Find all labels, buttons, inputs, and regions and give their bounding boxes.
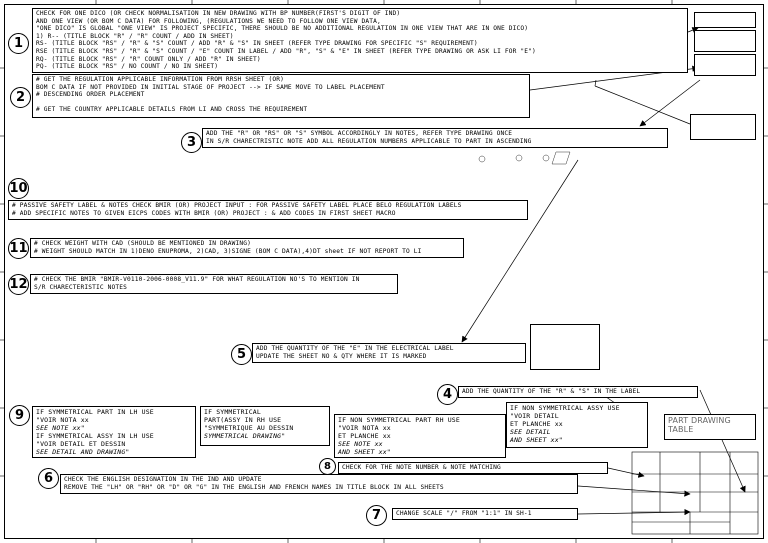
instruction-line: AND ONE VIEW (OR BOM C DATA) FOR FOLLOWI… [36, 17, 381, 25]
part-drawing-table: PART DRAWING TABLE [664, 414, 756, 440]
reference-note-thumbnail [690, 114, 756, 140]
instruction-line: 1) R-- (TITLE BLOCK "R" / "R" COUNT / AD… [36, 32, 234, 40]
instruction-line: # CHECK THE BMIR "BMIR-V0110-2006-0008_V… [34, 276, 360, 283]
table-caption: PART DRAWING [668, 416, 731, 425]
reference-label-thumbnail [694, 12, 756, 28]
reference-label-thumbnail [694, 54, 756, 76]
instruction-line: PQ- (TITLE BLOCK "RS" / NO COUNT / NO IN… [36, 63, 219, 71]
instruction-line: BOM C DATA IF NOT PROVIDED IN INITIAL ST… [36, 83, 385, 91]
instruction-line: IF SYMMETRICAL PART IN LH USE [36, 408, 154, 416]
instruction-box-11: # CHECK WEIGHT WITH CAD (SHOULD BE MENTI… [30, 238, 464, 258]
instruction-box-4: ADD THE QUANTITY OF THE "R" & "S" IN THE… [458, 386, 698, 398]
step-number-3: 3 [181, 132, 202, 153]
step-number-2: 2 [10, 87, 31, 108]
reference-label-thumbnail [694, 30, 756, 52]
instruction-line: "VOIR DETAIL [510, 412, 559, 420]
instruction-box-9-nonsym-part: IF NON SYMMETRICAL PART RH USE "VOIR NOT… [334, 414, 506, 458]
instruction-line: ADD THE QUANTITY OF THE "E" IN THE ELECT… [256, 345, 454, 352]
instruction-line: ADD THE "R" OR "RS" OR "S" SYMBOL ACCORD… [206, 130, 513, 137]
instruction-line: SEE NOTE xx [338, 440, 383, 448]
instruction-line: # WEIGHT SHOULD MATCH IN 1)DENO ENUPROMA… [34, 247, 422, 255]
instruction-box-8: CHECK FOR THE NOTE NUMBER & NOTE MATCHIN… [338, 462, 608, 474]
instruction-line: ADD THE QUANTITY OF THE "R" & "S" IN THE… [462, 388, 641, 395]
instruction-box-3: ADD THE "R" OR "RS" OR "S" SYMBOL ACCORD… [202, 128, 668, 148]
instruction-line: "VOIR NOTA xx [36, 416, 89, 424]
instruction-line: SEE DETAIL [510, 428, 551, 436]
instruction-line: "VOIR NOTA xx [338, 424, 391, 432]
step-number-1: 1 [8, 33, 29, 54]
step-number-8: 8 [319, 458, 336, 475]
instruction-box-9-nonsym-assy: IF NON SYMMETRICAL ASSY USE "VOIR DETAIL… [506, 402, 648, 448]
electrical-label-thumbnail [530, 324, 600, 370]
instruction-line: SEE DETAIL AND DRAWING" [36, 448, 130, 456]
instruction-box-5: ADD THE QUANTITY OF THE "E" IN THE ELECT… [252, 343, 526, 363]
sheet-frame [4, 4, 764, 539]
instruction-line: # DESCENDING ORDER PLACEMENT [36, 91, 145, 99]
instruction-line: CHECK FOR THE NOTE NUMBER & NOTE MATCHIN… [342, 464, 501, 471]
step-number-6: 6 [38, 468, 59, 489]
instruction-line: RSE (TITLE BLOCK "RS" / "R" & "S" COUNT … [36, 47, 536, 55]
instruction-line: AND SHEET xx" [510, 436, 563, 444]
instruction-box-12: # CHECK THE BMIR "BMIR-V0110-2006-0008_V… [30, 274, 398, 294]
instruction-box-6: CHECK THE ENGLISH DESIGNATION IN THE IND… [60, 474, 578, 494]
instruction-line: ET PLANCHE xx [338, 432, 391, 440]
instruction-line: # GET THE COUNTRY APPLICABLE DETAILS FRO… [36, 106, 308, 114]
instruction-line: UPDATE THE SHEET NO & QTY WHERE IT IS MA… [256, 352, 427, 360]
step-number-7: 7 [366, 505, 387, 526]
instruction-line: SYMMETRICAL DRAWING" [204, 432, 286, 440]
instruction-box-9-rh: IF SYMMETRICAL PART(ASSY IN RH USE "SYMM… [200, 406, 330, 446]
instruction-line: RS- (TITLE BLOCK "RS" / "R" & "S" COUNT … [36, 40, 478, 48]
instruction-line: ET PLANCHE xx [510, 420, 563, 428]
instruction-line: IF SYMMETRICAL [204, 408, 261, 416]
instruction-line: IF NON SYMMETRICAL ASSY USE [510, 404, 620, 412]
instruction-line: # PASSIVE SAFETY LABEL & NOTES CHECK BMI… [12, 202, 462, 209]
instruction-line: # ADD SPECIFIC NOTES TO GIVEN EICPS CODE… [12, 209, 396, 217]
instruction-line [36, 99, 526, 107]
instruction-line: REMOVE THE "LH" OR "RH" OR "D" OR "G" IN… [64, 483, 444, 491]
instruction-line: # GET THE REGULATION APPLICABLE INFORMAT… [36, 76, 285, 83]
table-caption: TABLE [668, 425, 694, 434]
instruction-line: RQ- (TITLE BLOCK "RS" / "R" COUNT ONLY /… [36, 55, 261, 63]
instruction-line: SEE NOTE xx" [36, 424, 85, 432]
instruction-box-9: IF SYMMETRICAL PART IN LH USE "VOIR NOTA… [32, 406, 196, 458]
instruction-line: CHECK FOR ONE DICO (OR CHECK NORMALISATI… [36, 10, 401, 17]
instruction-line: "SYMMETRIQUE AU DESSIN [204, 424, 294, 432]
instruction-line: CHANGE SCALE "/" FROM "1:1" IN SH-1 [396, 510, 532, 517]
step-number-5: 5 [231, 344, 252, 365]
step-number-9: 9 [9, 405, 30, 426]
instruction-line: "VOIR DETAIL ET DESSIN [36, 440, 126, 448]
instruction-line: "ONE DICO" IS GLOBAL "ONE VIEW" IS PROJE… [36, 25, 529, 33]
instruction-line: AND SHEET xx" [338, 448, 391, 456]
step-number-11: 11 [8, 238, 29, 259]
instruction-line: # CHECK WEIGHT WITH CAD (SHOULD BE MENTI… [34, 240, 252, 247]
step-number-10: 10 [8, 178, 29, 199]
instruction-line: IN S/R CHARECTRISTIC NOTE ADD ALL REGULA… [206, 137, 532, 145]
instruction-box-2: # GET THE REGULATION APPLICABLE INFORMAT… [32, 74, 530, 118]
instruction-line: PART(ASSY IN RH USE [204, 416, 282, 424]
instruction-box-10: # PASSIVE SAFETY LABEL & NOTES CHECK BMI… [8, 200, 528, 220]
step-number-4: 4 [437, 384, 458, 405]
instruction-line: IF NON SYMMETRICAL PART RH USE [338, 416, 460, 424]
instruction-box-7: CHANGE SCALE "/" FROM "1:1" IN SH-1 [392, 508, 578, 520]
instruction-line: CHECK THE ENGLISH DESIGNATION IN THE IND… [64, 476, 262, 483]
instruction-line: IF SYMMETRICAL ASSY IN LH USE [36, 432, 154, 440]
instruction-line: S/R CHARECTERISTIC NOTES [34, 283, 128, 291]
instruction-box-1: CHECK FOR ONE DICO (OR CHECK NORMALISATI… [32, 8, 688, 73]
step-number-12: 12 [8, 274, 29, 295]
